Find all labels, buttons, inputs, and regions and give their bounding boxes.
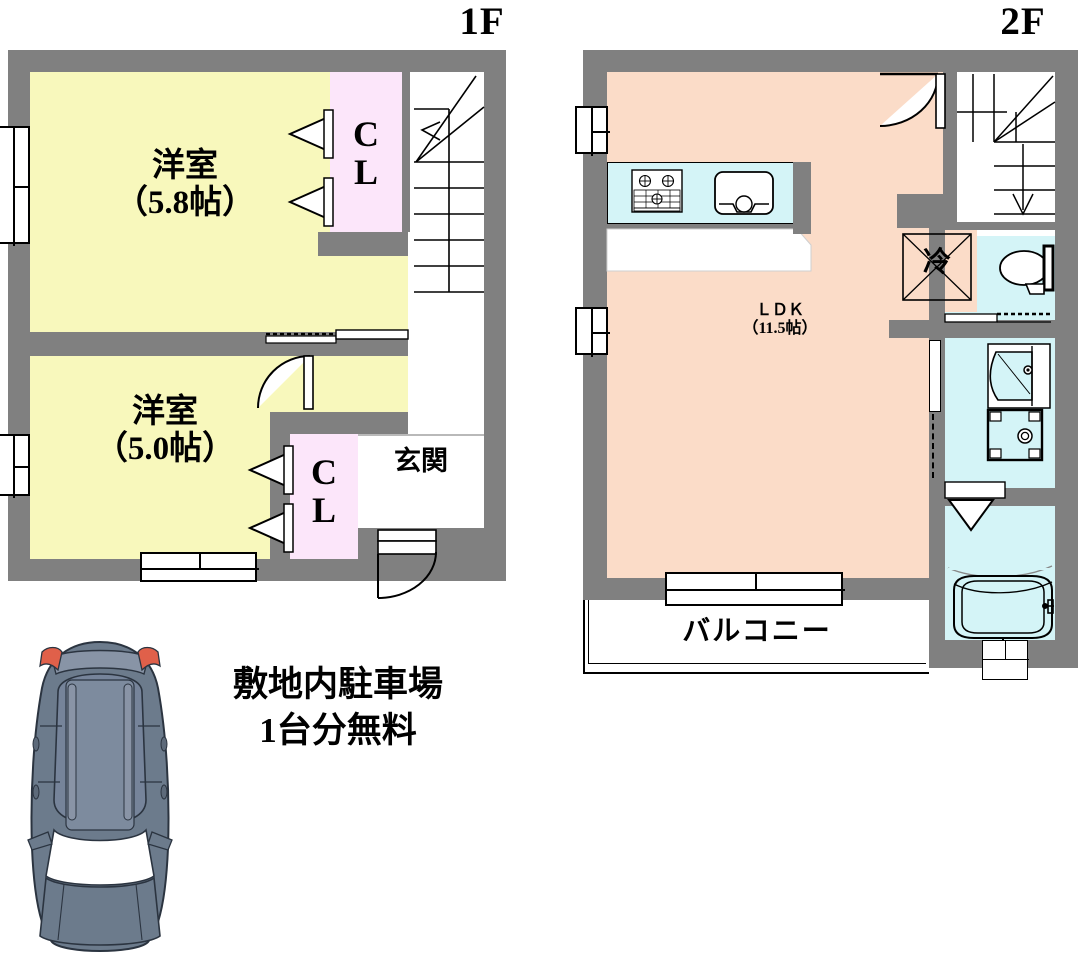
bathtub-icon — [947, 554, 1054, 646]
floor-plan-1f: 洋室 （5.8帖） 洋室 （5.0帖） C L C L 玄関 — [0, 44, 520, 599]
room-label-ldk-line2: （11.5帖） — [742, 319, 818, 337]
2f-balcony-left-wall — [583, 578, 607, 600]
sliding-door-balcony[interactable] — [665, 572, 845, 606]
balcony-inner-line — [588, 600, 926, 664]
1f-partition-closet-upper — [318, 232, 408, 256]
room-fill-closet-lower — [290, 434, 358, 559]
stairs-2f — [957, 74, 1056, 222]
parking-note-line2: 1台分無料 — [259, 711, 417, 751]
door-bathroom[interactable] — [944, 481, 1051, 532]
room-label-washitsu-50-line2: （5.0帖） — [94, 430, 236, 467]
room-label-ldk-line1: ＬＤＫ — [755, 302, 804, 319]
kitchen-sink-icon — [714, 171, 774, 216]
closet-door-upper[interactable] — [286, 100, 334, 232]
room-label-closet-upper-line1: C — [353, 114, 379, 154]
sliding-door-bedrooms[interactable] — [265, 329, 409, 344]
door-washitsu-50[interactable] — [257, 355, 314, 412]
toilet-bowl-icon — [999, 244, 1056, 298]
window-2f-left-upper — [575, 106, 610, 156]
1f-genkan-top-line — [358, 434, 484, 436]
washroom-left-dashed — [932, 414, 939, 478]
parking-note-line1: 敷地内駐車場 — [232, 665, 443, 704]
stairs-2f-down-arrow — [993, 75, 1056, 216]
floor-label-2f: 2F — [1000, 0, 1046, 43]
2f-wall-under-stairs — [943, 222, 1055, 230]
door-genkan[interactable] — [377, 529, 444, 600]
2f-partition-ldk-right — [929, 228, 945, 338]
room-fill-balcony — [583, 600, 929, 674]
room-fill-genkan — [358, 434, 484, 528]
room-fill-ldk — [607, 72, 943, 578]
2f-partition-hall-left — [943, 72, 957, 222]
room-label-balcony-text: バルコニー — [682, 616, 832, 647]
room-label-washitsu-58-line1: 洋室 — [152, 148, 218, 184]
room-label-refrigerator-text: 冷 — [922, 247, 951, 278]
2f-partition-stairs-bottom — [897, 194, 957, 228]
kitchen-counter-side — [793, 162, 811, 234]
room-label-ldk: ＬＤＫ （11.5帖） — [660, 302, 900, 338]
stairs-1f-up-arrow — [415, 75, 485, 163]
closet-door-lower[interactable] — [246, 444, 294, 556]
floor-label-1f: 1F — [459, 0, 505, 43]
room-label-washitsu-58-line2: （5.8帖） — [114, 184, 256, 221]
2f-partition-ldk-water-stub — [889, 320, 945, 338]
room-label-washitsu-58: 洋室 （5.8帖） — [60, 148, 310, 222]
door-toilet[interactable] — [944, 312, 1051, 324]
window-1f-bottom — [140, 552, 259, 582]
vanity-basin-icon — [987, 343, 1051, 409]
room-label-refrigerator: 冷 — [903, 247, 971, 278]
floor-plan-2f: 冷 — [560, 44, 1078, 680]
bathroom-drain-box — [982, 640, 1029, 680]
2f-partition-toilet-bottom — [929, 320, 1055, 338]
kitchen-counter-apron — [606, 228, 812, 272]
door-ldk[interactable] — [879, 72, 946, 132]
window-1f-left-lower — [0, 434, 30, 498]
gas-stove-icon — [631, 169, 683, 218]
room-label-washitsu-50: 洋室 （5.0帖） — [40, 394, 290, 468]
room-label-closet-lower-line2: L — [311, 489, 336, 530]
window-2f-left-lower — [575, 307, 610, 357]
washing-machine-icon — [986, 408, 1044, 462]
room-label-closet-lower-line1: C — [311, 452, 337, 492]
room-label-closet-lower: C L — [288, 452, 360, 530]
room-label-closet-upper: C L — [330, 114, 402, 192]
1f-partition-hall-vertical — [402, 72, 410, 232]
parking-car-icon — [18, 640, 183, 955]
1f-partition-closet-lower-top — [270, 412, 408, 434]
window-1f-left-upper — [0, 126, 30, 246]
stairs-1f — [414, 74, 485, 324]
refrigerator-icon — [902, 233, 972, 301]
room-label-closet-upper-line2: L — [353, 151, 378, 192]
room-fill-closet-upper — [330, 72, 402, 232]
window-washroom-left — [929, 340, 941, 412]
room-label-genkan-line1: 玄関 — [394, 446, 448, 476]
room-label-balcony: バルコニー — [588, 616, 926, 647]
room-label-genkan: 玄関 — [358, 446, 484, 476]
room-label-washitsu-50-line1: 洋室 — [132, 394, 198, 430]
parking-note: 敷地内駐車場 1台分無料 — [198, 662, 478, 754]
